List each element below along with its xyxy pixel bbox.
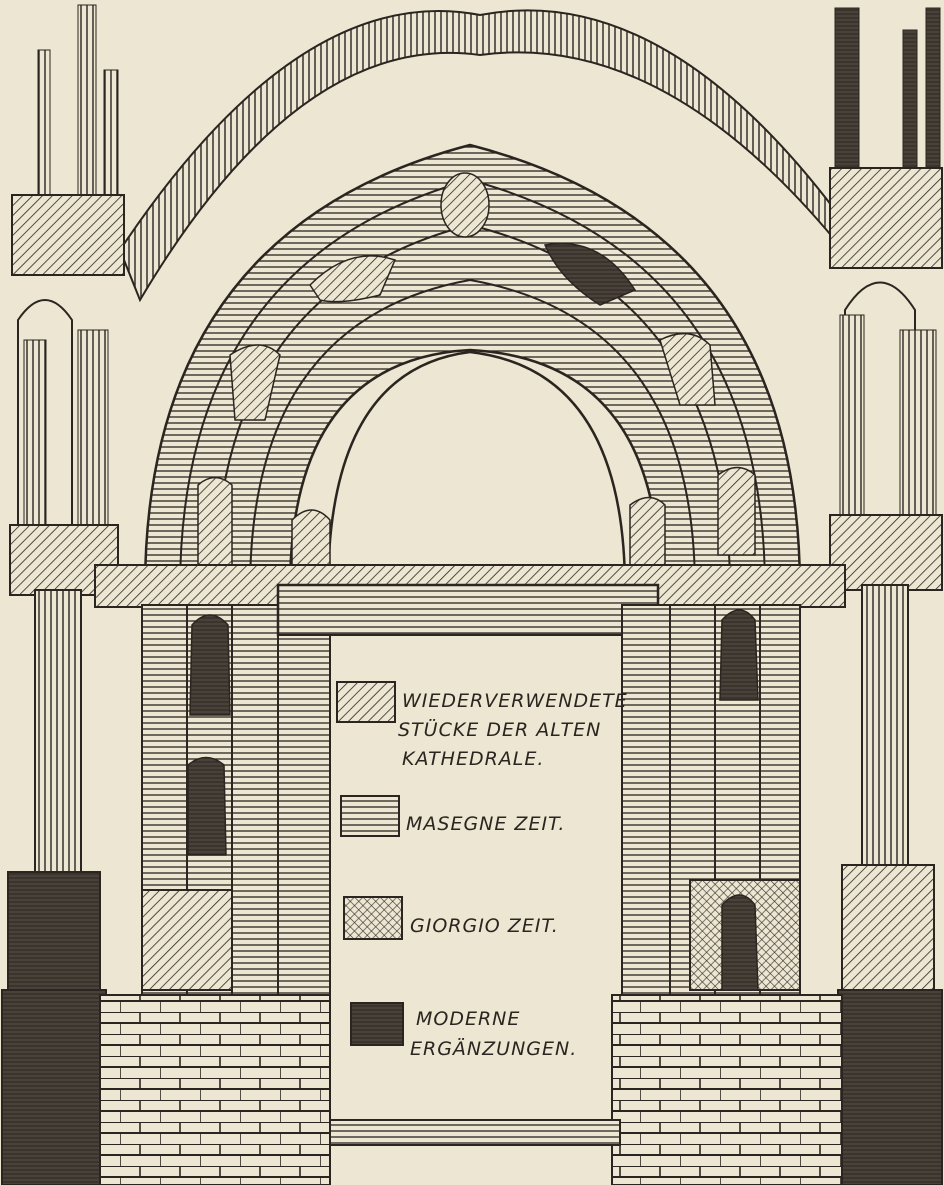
legend-swatch-masegne — [340, 795, 400, 837]
legend-swatch-giorgio — [343, 896, 403, 940]
plinth-steps — [99, 994, 843, 1185]
legend-label-moderne-line1: MODERNE — [416, 1008, 520, 1030]
legend-label-reused-line2: STÜCKE DER ALTEN — [398, 718, 601, 741]
legend-label-reused-line1: WIEDERVERWENDETE — [402, 690, 628, 712]
legend-swatch-reused — [336, 681, 396, 723]
legend-swatch-moderne — [350, 1002, 404, 1046]
right-column — [837, 584, 943, 1185]
legend: WIEDERVERWENDETE STÜCKE DER ALTEN KATHED… — [336, 681, 628, 1060]
right-jambs — [669, 604, 801, 996]
left-column — [1, 589, 107, 1185]
legend-label-reused-line3: KATHEDRALE. — [402, 748, 544, 770]
legend-label-giorgio: GIORGIO ZEIT. — [410, 915, 559, 937]
door-lintel — [276, 583, 660, 637]
arch-opening — [326, 350, 627, 592]
legend-label-masegne: MASEGNE ZEIT. — [406, 813, 565, 835]
archivolt — [143, 143, 802, 592]
left-canopy — [9, 4, 125, 596]
legend-label-moderne-line2: ERGÄNZUNGEN. — [410, 1037, 577, 1060]
arch-figures — [197, 172, 756, 581]
left-jambs — [141, 604, 281, 996]
right-canopy — [829, 7, 943, 591]
